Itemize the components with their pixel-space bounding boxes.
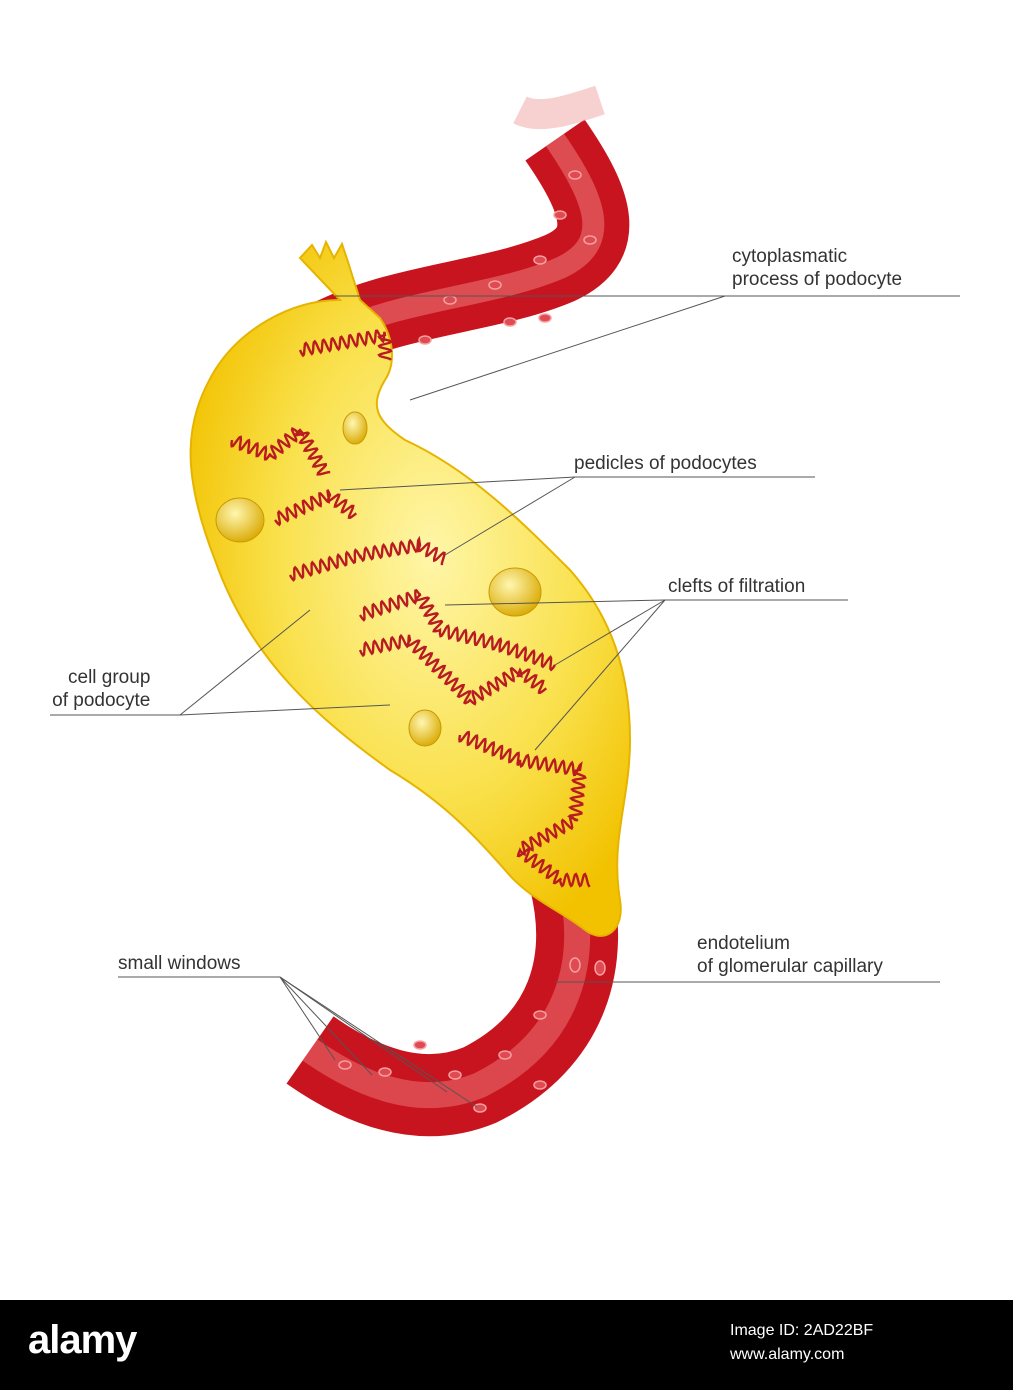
pedicle-lower [458,730,591,888]
capillary-windows [338,170,606,1113]
label-pedicles: pedicles of podocytes [574,453,757,474]
image-id-text: Image ID: 2AD22BF [730,1322,874,1339]
podocyte-capillary-diagram [50,85,960,1137]
pedicles-of-podocytes [230,329,591,888]
label-cell-group: cell group of podocyte [52,667,151,711]
leader-lines [50,295,960,1108]
label-clefts: clefts of filtration [668,576,806,597]
label-endotelium: endotelium of glomerular capillary [697,933,883,977]
alamy-logo: alamy [28,1318,137,1362]
upper-capillary [302,85,630,372]
watermark-footer: alamy Image ID: 2AD22BF www.alamy.com [0,1300,1013,1390]
label-small-windows: small windows [118,953,241,974]
lower-capillary [286,870,619,1137]
label-cytoplasmatic-process: cytoplasmatic process of podocyte [732,246,903,290]
site-url-text: www.alamy.com [730,1346,845,1363]
